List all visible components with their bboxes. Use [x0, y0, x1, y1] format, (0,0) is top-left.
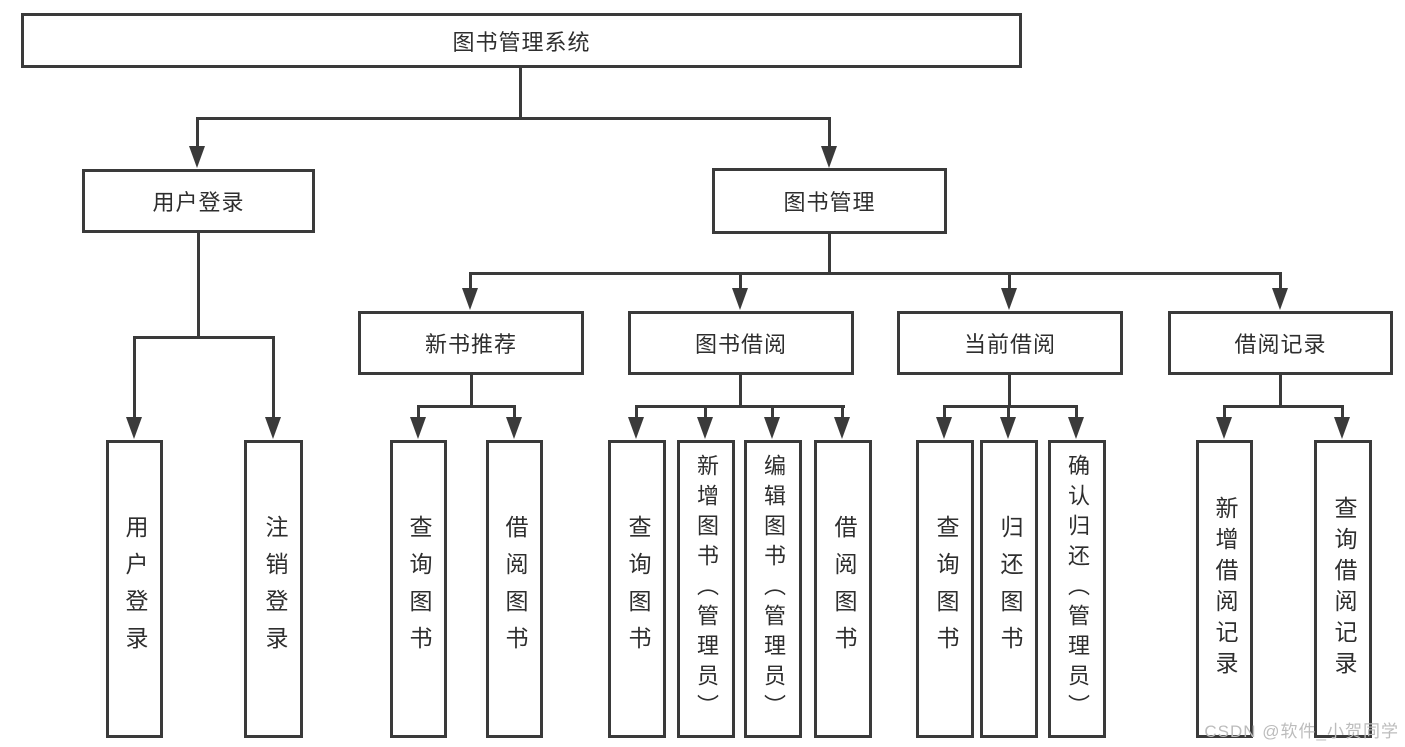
node-library-system: 图书管理系统: [21, 13, 1022, 68]
edge-book-mgmt-trunk: [828, 234, 831, 274]
edge-stem-book-mgmt: [828, 117, 831, 148]
edge-stem-leaf-logout: [272, 336, 275, 418]
node-new-book-recommendation: 新书推荐: [358, 311, 584, 375]
edge-book-mgmt-branch: [470, 272, 1282, 275]
leaf-br-add-record: 新增借阅记录: [1196, 440, 1253, 738]
arrowhead-icon: [1272, 288, 1288, 310]
edge-trunk: [1279, 375, 1282, 407]
leaf-nbr-query-books: 查询图书: [390, 440, 447, 738]
edge-user-login-trunk: [197, 233, 200, 338]
leaf-bb-edit-books-admin: 编辑图书（管理员）: [744, 440, 802, 738]
arrowhead-icon: [936, 417, 952, 439]
leaf-cb-confirm-return-admin: 确认归还（管理员）: [1048, 440, 1106, 738]
arrowhead-icon: [628, 417, 644, 439]
arrowhead-icon: [1216, 417, 1232, 439]
edge-stem-book-borrow: [739, 272, 742, 290]
leaf-br-query-record: 查询借阅记录: [1314, 440, 1372, 738]
watermark: CSDN @软件_小贺同学: [1204, 722, 1399, 741]
edge-trunk: [470, 375, 473, 407]
leaf-user-login: 用户登录: [106, 440, 163, 738]
edge-root-branch: [197, 117, 831, 120]
leaf-bb-query-books: 查询图书: [608, 440, 666, 738]
edge-stem: [417, 405, 420, 418]
arrowhead-icon: [189, 146, 205, 168]
edge-stem: [513, 405, 516, 418]
arrowhead-icon: [462, 288, 478, 310]
node-current-borrowing: 当前借阅: [897, 311, 1123, 375]
edge-stem: [635, 405, 638, 418]
edge-branch: [418, 405, 516, 408]
arrowhead-icon: [697, 417, 713, 439]
node-borrowing-records: 借阅记录: [1168, 311, 1393, 375]
arrowhead-icon: [821, 146, 837, 168]
arrowhead-icon: [265, 417, 281, 439]
edge-trunk: [1008, 375, 1011, 407]
edge-branch: [943, 405, 1078, 408]
edge-stem-user-login: [196, 117, 199, 148]
arrowhead-icon: [1000, 417, 1016, 439]
leaf-nbr-borrow-books: 借阅图书: [486, 440, 543, 738]
arrowhead-icon: [1001, 288, 1017, 310]
arrowhead-icon: [1068, 417, 1084, 439]
edge-branch: [636, 405, 845, 408]
edge-stem-current-borrow: [1008, 272, 1011, 290]
arrowhead-icon: [410, 417, 426, 439]
edge-stem-borrow-records: [1279, 272, 1282, 290]
leaf-bb-add-books-admin: 新增图书（管理员）: [677, 440, 735, 738]
edge-root-trunk: [519, 68, 522, 118]
node-book-borrowing: 图书借阅: [628, 311, 854, 375]
edge-user-login-branch: [133, 336, 275, 339]
edge-stem: [704, 405, 707, 418]
node-user-login: 用户登录: [82, 169, 315, 233]
leaf-bb-borrow-books: 借阅图书: [814, 440, 872, 738]
edge-trunk: [739, 375, 742, 407]
leaf-cb-query-books: 查询图书: [916, 440, 974, 738]
node-book-management: 图书管理: [712, 168, 947, 234]
edge-stem-leaf-login: [133, 336, 136, 418]
edge-stem-new-book: [469, 272, 472, 290]
arrowhead-icon: [506, 417, 522, 439]
leaf-logout: 注销登录: [244, 440, 303, 738]
edge-stem: [841, 405, 844, 418]
edge-stem: [943, 405, 946, 418]
arrowhead-icon: [732, 288, 748, 310]
edge-stem: [771, 405, 774, 418]
edge-stem: [1223, 405, 1226, 418]
arrowhead-icon: [764, 417, 780, 439]
arrowhead-icon: [1334, 417, 1350, 439]
arrowhead-icon: [126, 417, 142, 439]
edge-stem: [1007, 405, 1010, 418]
edge-stem: [1075, 405, 1078, 418]
leaf-cb-return-books: 归还图书: [980, 440, 1038, 738]
arrowhead-icon: [834, 417, 850, 439]
edge-branch: [1223, 405, 1344, 408]
edge-stem: [1341, 405, 1344, 418]
